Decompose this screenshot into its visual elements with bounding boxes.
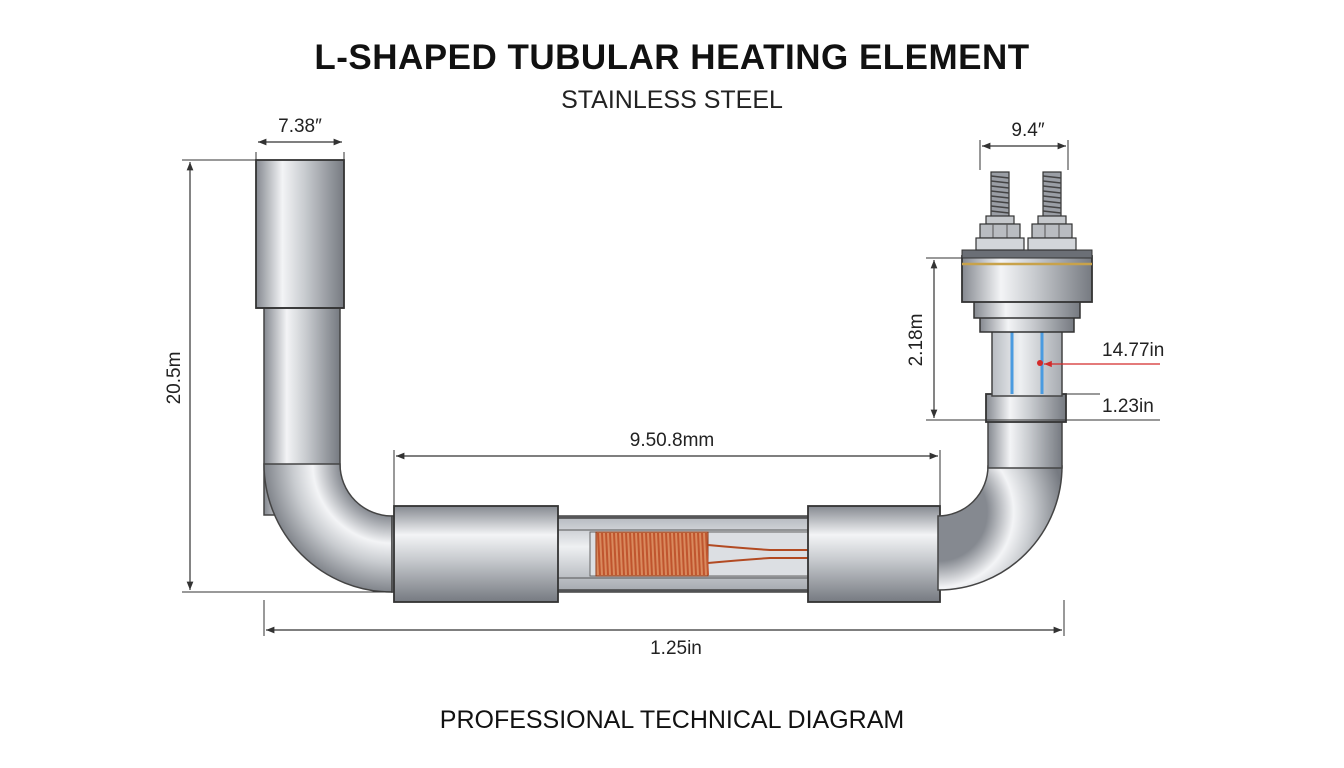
dim-overall-length: 1.25in (263, 600, 1065, 659)
dim-terminal-height: 2.18m (906, 257, 1160, 421)
red-marker (1037, 360, 1043, 366)
label-terminal-height: 2.18m (906, 314, 927, 367)
right-collar (985, 393, 1067, 423)
label-left-height: 20.5m (164, 352, 185, 405)
left-bend (263, 463, 393, 593)
heating-coil (595, 531, 709, 577)
right-bend (937, 465, 1063, 591)
dim-terminal-spacing: 9.4″ (979, 120, 1069, 170)
left-fitting-sleeve (393, 505, 559, 603)
dim-left-height: 20.5m (164, 159, 392, 593)
label-heated-length: 9.50.8mm (630, 430, 714, 451)
terminal-stud-right (1027, 171, 1077, 251)
diagram-footer: PROFESSIONAL TECHNICAL DIAGRAM (439, 706, 905, 734)
dim-sheath-diameter: 14.77in (1044, 340, 1164, 368)
label-terminal-spacing: 9.4″ (1011, 120, 1044, 141)
right-riser-tube (987, 419, 1063, 469)
diagram-title: L-SHAPED TUBULAR HEATING ELEMENT (314, 38, 1030, 77)
label-top-tube-width: 7.38″ (278, 116, 322, 137)
label-collar-diameter: 1.23in (1102, 396, 1154, 417)
dim-collar-diameter: 1.23in (1066, 393, 1154, 417)
dim-heated-length: 9.50.8mm (393, 430, 941, 506)
diagram-subtitle: STAINLESS STEEL (561, 86, 783, 114)
label-sheath-diameter: 14.77in (1102, 340, 1164, 361)
left-end-cap (255, 159, 345, 309)
terminal-stud-left (975, 171, 1025, 251)
dim-top-tube-width: 7.38″ (255, 116, 345, 160)
right-fitting-sleeve (807, 505, 941, 603)
terminal-glass-section (991, 329, 1063, 397)
label-overall-length: 1.25in (650, 638, 702, 659)
